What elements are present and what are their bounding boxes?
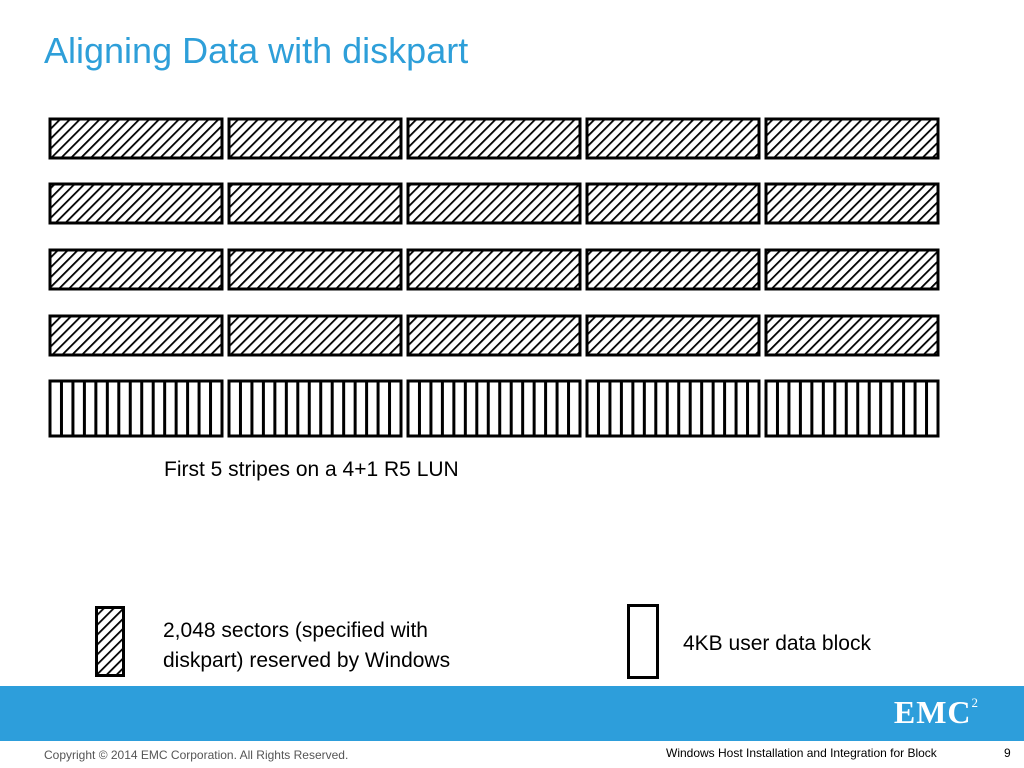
stripe-5-block-3 — [406, 379, 582, 438]
stripe-3-block-1 — [48, 248, 224, 291]
legend-user-swatch — [627, 604, 659, 679]
stripe-3-block-2 — [227, 248, 403, 291]
slide-title: Aligning Data with diskpart — [44, 30, 469, 71]
stripe-4-block-2 — [227, 314, 403, 357]
footer-band: EMC2 — [0, 686, 1024, 741]
stripe-1-block-4 — [585, 117, 761, 160]
stripe-diagram — [48, 117, 940, 438]
course-title: Windows Host Installation and Integratio… — [666, 746, 937, 760]
page-number: 9 — [1004, 746, 1011, 760]
legend-reserved-line-1: 2,048 sectors (specified with — [163, 619, 428, 642]
stripe-2-block-3 — [406, 182, 582, 225]
stripe-3-block-5 — [764, 248, 940, 291]
stripe-1-block-1 — [48, 117, 224, 160]
stripe-5-block-2 — [227, 379, 403, 438]
stripe-2-block-4 — [585, 182, 761, 225]
stripe-2-block-1 — [48, 182, 224, 225]
legend-reserved-swatch — [95, 606, 125, 677]
stripe-4-block-5 — [764, 314, 940, 357]
stripe-4-block-1 — [48, 314, 224, 357]
stripe-1-block-2 — [227, 117, 403, 160]
stripe-1-block-5 — [764, 117, 940, 160]
stripe-3-block-3 — [406, 248, 582, 291]
stripe-2-block-5 — [764, 182, 940, 225]
diagram-caption: First 5 stripes on a 4+1 R5 LUN — [164, 458, 459, 481]
stripe-4-block-4 — [585, 314, 761, 357]
stripe-2-block-2 — [227, 182, 403, 225]
stripe-5-block-4 — [585, 379, 761, 438]
legend-reserved-line-2: diskpart) reserved by Windows — [163, 649, 451, 672]
stripe-5-block-1 — [48, 379, 224, 438]
stripe-5-block-5 — [764, 379, 940, 438]
copyright-text: Copyright © 2014 EMC Corporation. All Ri… — [44, 748, 349, 762]
logo-text: EMC — [893, 694, 972, 730]
logo-superscript: 2 — [971, 695, 979, 711]
emc-logo: EMC2 — [894, 694, 979, 731]
stripe-1-block-3 — [406, 117, 582, 160]
stripe-4-block-3 — [406, 314, 582, 357]
legend-user-label: 4KB user data block — [683, 632, 871, 655]
stripe-3-block-4 — [585, 248, 761, 291]
legend-reserved-label: 2,048 sectors (specified with diskpart) … — [163, 616, 450, 676]
